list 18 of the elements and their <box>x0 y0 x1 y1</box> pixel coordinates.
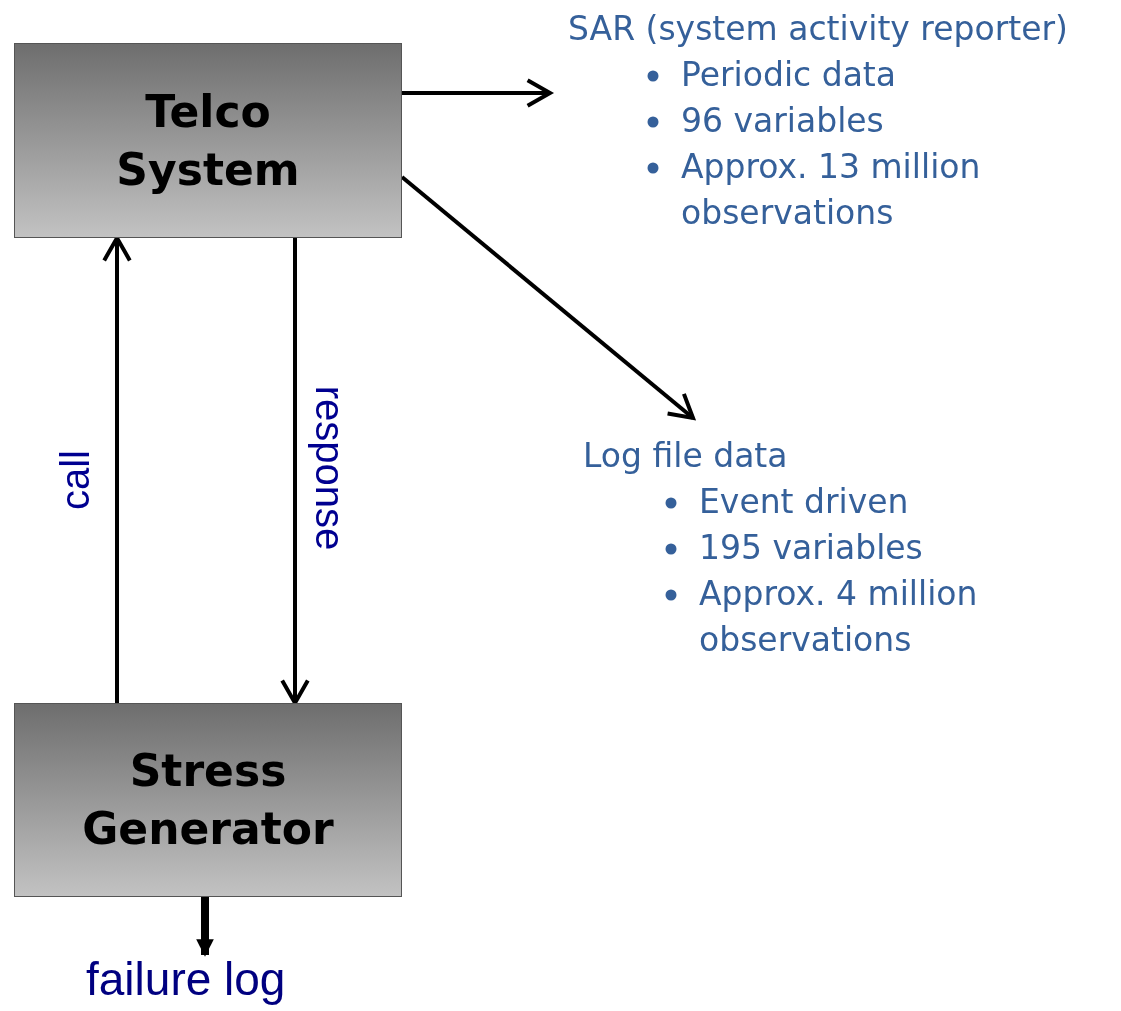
output-text: failure log <box>86 952 286 1006</box>
bullet-item: Periodic data <box>681 55 897 94</box>
bullet-item: 195 variables <box>699 528 923 567</box>
bullet-item: 96 variables <box>681 101 884 140</box>
arrow <box>196 897 214 957</box>
bullet-item: Event driven <box>699 482 909 521</box>
edge-label: call <box>52 450 98 510</box>
arrow <box>400 175 695 420</box>
arrow <box>102 236 132 703</box>
process-box: Telco System <box>14 43 402 238</box>
heading-text: SAR (system activity reporter) <box>568 8 1069 50</box>
process-box: Stress Generator <box>14 703 402 897</box>
arrow <box>402 78 552 108</box>
bullet-item: Approx. 13 million observations <box>681 147 981 232</box>
arrow <box>280 238 310 705</box>
bullet-item: Approx. 4 million observations <box>699 574 978 659</box>
heading-text: Log file data <box>583 435 789 477</box>
edge-label: response <box>306 385 352 551</box>
